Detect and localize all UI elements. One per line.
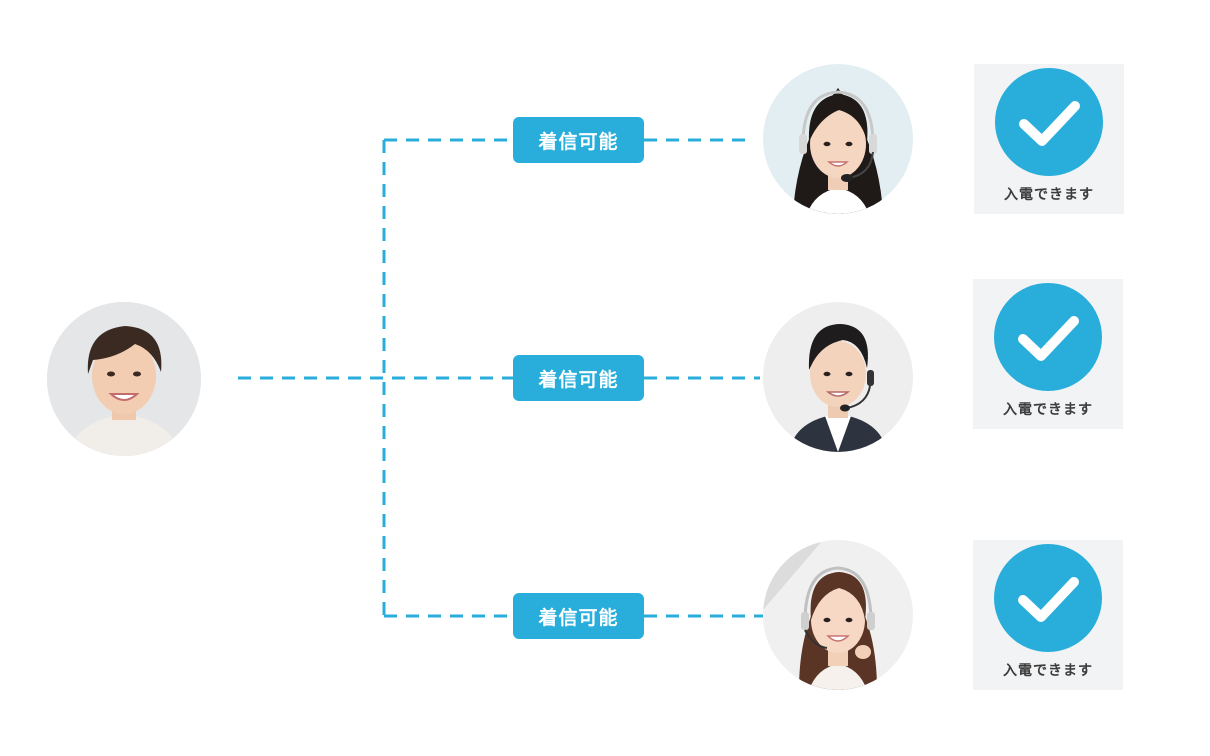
operator-avatar-1 (763, 64, 913, 214)
available-tag-label: 着信可能 (538, 606, 619, 629)
operator-avatar-3 (763, 540, 913, 690)
checkmark-icon (994, 544, 1102, 652)
operator-avatar-2 (763, 302, 913, 452)
status-label: 入電できます (1003, 402, 1093, 418)
checkmark-icon (994, 283, 1102, 391)
status-label: 入電できます (1003, 663, 1093, 679)
available-tag-3: 着信可能 (513, 593, 644, 639)
checkmark-icon (995, 68, 1103, 176)
caller-avatar (47, 302, 201, 456)
status-card-3: 入電できます (973, 540, 1123, 690)
available-tag-label: 着信可能 (538, 130, 619, 153)
available-tag-1: 着信可能 (513, 117, 644, 163)
status-label: 入電できます (1004, 187, 1094, 203)
available-tag-2: 着信可能 (513, 355, 644, 401)
available-tag-label: 着信可能 (538, 368, 619, 391)
status-card-1: 入電できます (974, 64, 1124, 214)
status-card-2: 入電できます (973, 279, 1123, 429)
